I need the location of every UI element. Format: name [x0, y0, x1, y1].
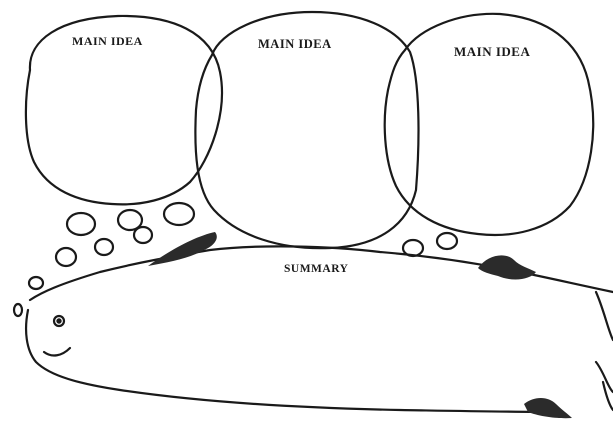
main-idea-label-3: MAIN IDEA — [454, 44, 530, 60]
egg-bubble — [29, 277, 43, 289]
egg-bubble — [67, 213, 95, 235]
egg-bubble — [95, 239, 113, 255]
dorsal-fin-right — [478, 255, 536, 279]
egg-bubble — [56, 248, 76, 266]
summary-label: SUMMARY — [284, 263, 348, 275]
dorsal-fin-left — [148, 232, 217, 266]
tail-fin-stroke — [596, 292, 613, 340]
fish-eye-pupil — [57, 319, 60, 322]
fish-mouth — [44, 348, 70, 355]
egg-bubble — [14, 304, 22, 316]
egg-bubble — [134, 227, 152, 243]
egg-bubble — [437, 233, 457, 249]
egg-bubble — [164, 203, 194, 225]
main-idea-label-1: MAIN IDEA — [72, 34, 143, 49]
bottom-fin — [524, 398, 572, 418]
fish-belly-outline — [26, 310, 560, 412]
main-idea-label-2: MAIN IDEA — [258, 37, 332, 52]
